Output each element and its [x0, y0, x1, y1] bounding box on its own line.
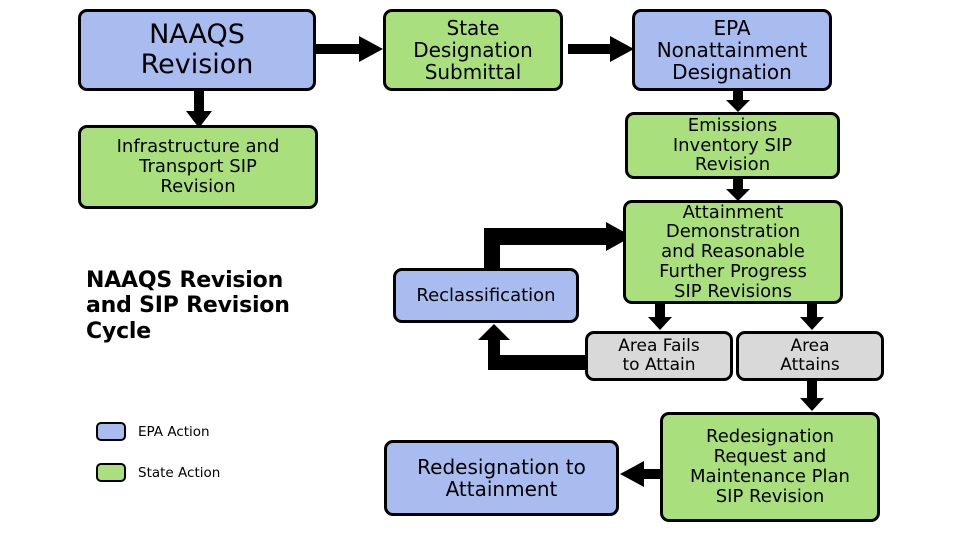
node-epa-nonattainment-designation[interactable]: EPA Nonattainment Designation — [632, 9, 832, 91]
edge-naaqs-to-infrastructure-sip — [186, 89, 212, 129]
node-emissions-inventory-sip[interactable]: Emissions Inventory SIP Revision — [625, 112, 840, 179]
edge-reclassification-to-attainment-demo — [480, 222, 632, 272]
legend-swatch-epa-icon — [96, 422, 126, 441]
edge-epa-nonattainment-to-emissions-inventory — [726, 89, 750, 113]
node-redesignation-to-attainment[interactable]: Redesignation to Attainment — [384, 440, 619, 516]
node-naaqs-revision[interactable]: NAAQS Revision — [78, 9, 316, 91]
node-state-designation-submittal[interactable]: State Designation Submittal — [383, 9, 563, 91]
legend-label-state-action: State Action — [138, 464, 221, 481]
edge-area-fails-to-reclassification — [470, 324, 586, 370]
node-infrastructure-transport-sip[interactable]: Infrastructure and Transport SIP Revisio… — [78, 125, 318, 209]
edge-redesignation-request-to-redesignation-attainment — [620, 461, 664, 487]
edge-area-attains-to-redesignation-request — [800, 380, 824, 412]
edge-attainment-demo-to-area-fails — [648, 301, 672, 331]
node-reclassification[interactable]: Reclassification — [393, 268, 579, 323]
legend-item-state-action: State Action — [96, 463, 220, 482]
node-area-fails-to-attain[interactable]: Area Fails to Attain — [585, 331, 733, 381]
node-attainment-demonstration-sip[interactable]: Attainment Demonstration and Reasonable … — [623, 200, 843, 304]
edge-state-designation-to-epa-nonattainment — [568, 36, 636, 62]
legend-swatch-state-icon — [96, 463, 126, 482]
legend-label-epa-action: EPA Action — [138, 423, 210, 440]
edge-emissions-inventory-to-attainment-demo — [726, 178, 750, 202]
edge-attainment-demo-to-area-attains — [800, 301, 824, 331]
node-redesignation-request-sip[interactable]: Redesignation Request and Maintenance Pl… — [660, 412, 880, 522]
edge-naaqs-to-state-designation — [313, 36, 385, 62]
page-title: NAAQS Revision and SIP Revision Cycle — [86, 268, 290, 344]
legend-item-epa-action: EPA Action — [96, 422, 210, 441]
node-area-attains[interactable]: Area Attains — [736, 331, 884, 381]
